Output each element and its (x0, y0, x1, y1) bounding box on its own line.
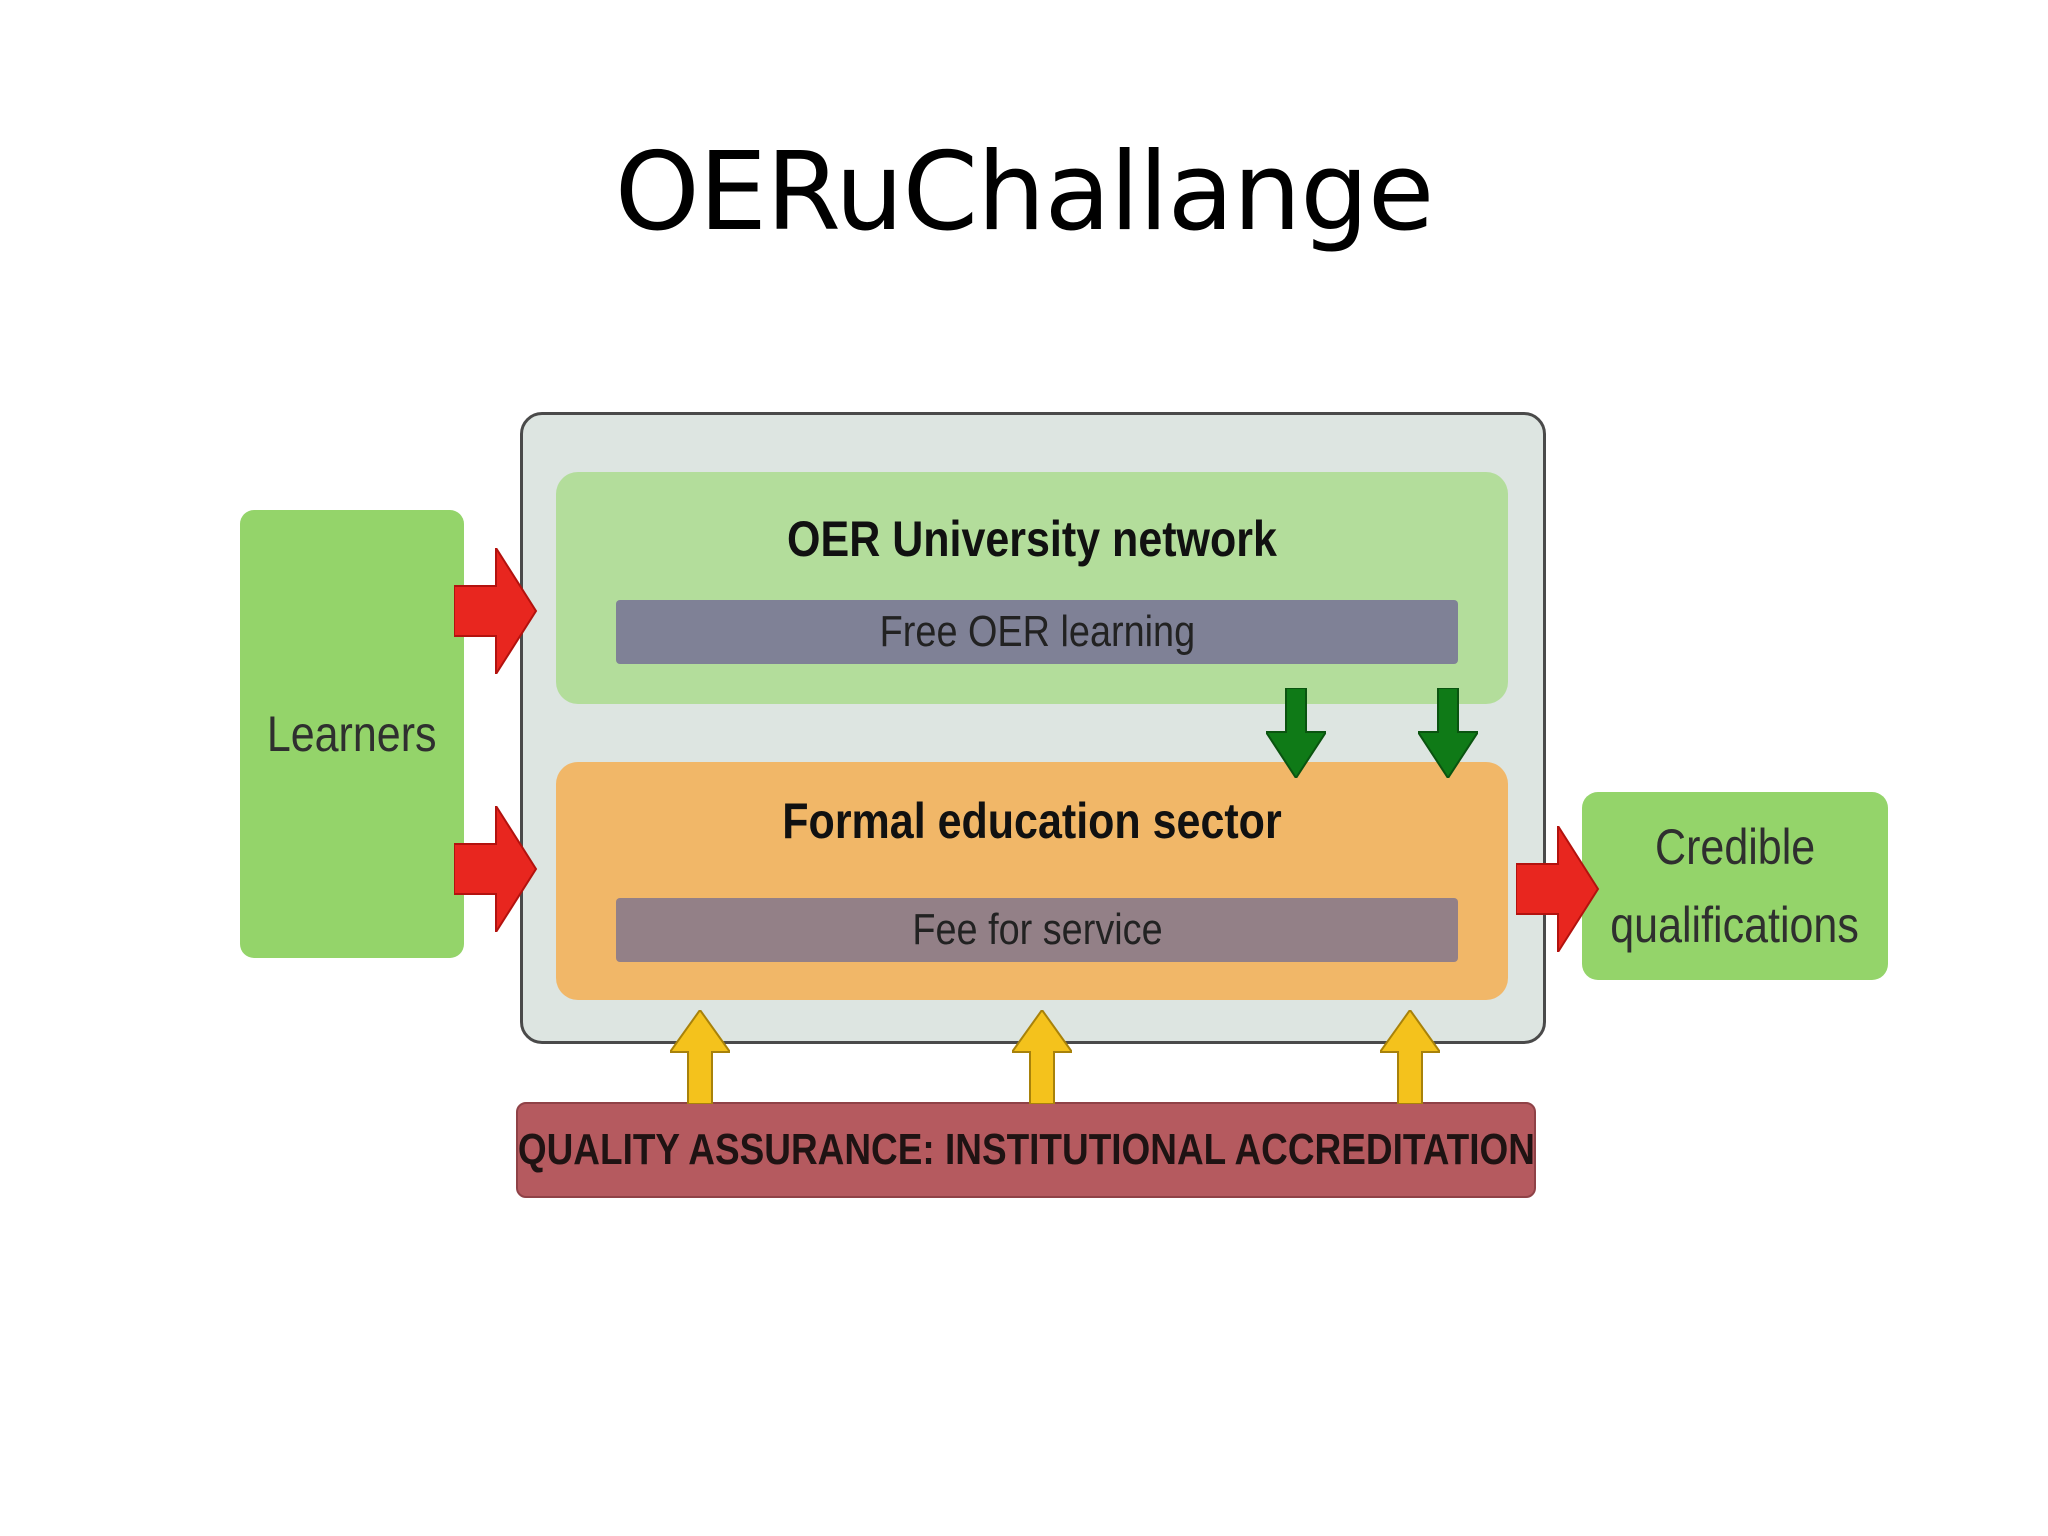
learners-label: Learners (267, 706, 437, 762)
credible-label-line-2: qualifications (1610, 897, 1860, 953)
oer-to-formal-arrow-icon-2 (1418, 688, 1478, 778)
free-oer-learning-bar: Free OER learning (616, 600, 1458, 664)
fee-for-service-bar: Fee for service (616, 898, 1458, 962)
learners-to-oer-arrow-icon (454, 548, 538, 674)
credible-label-line-1: Credible (1654, 819, 1816, 875)
fee-for-service-label: Fee for service (911, 905, 1163, 954)
formal-to-credible-arrow-icon (1516, 826, 1600, 952)
credible-qualifications-box: Credible qualifications (1582, 792, 1888, 980)
oer-network-heading: OER University network (787, 511, 1277, 567)
quality-assurance-label: QUALITY ASSURANCE: INSTITUTIONAL ACCREDI… (517, 1125, 1535, 1174)
slide-title: OERuChallange (614, 130, 1435, 255)
learners-box: Learners (240, 510, 464, 958)
quality-assurance-bar: QUALITY ASSURANCE: INSTITUTIONAL ACCREDI… (516, 1102, 1536, 1198)
oer-university-network-box: OER University network Free OER learning (556, 472, 1508, 704)
formal-education-sector-box: Formal education sector Fee for service (556, 762, 1508, 1000)
qa-to-system-arrow-icon-1 (670, 1010, 730, 1104)
learners-to-formal-arrow-icon (454, 806, 538, 932)
oer-to-formal-arrow-icon (1266, 688, 1326, 778)
qa-to-system-arrow-icon-3 (1380, 1010, 1440, 1104)
formal-sector-heading: Formal education sector (782, 793, 1282, 849)
qa-to-system-arrow-icon-2 (1012, 1010, 1072, 1104)
free-oer-learning-label: Free OER learning (879, 607, 1195, 656)
